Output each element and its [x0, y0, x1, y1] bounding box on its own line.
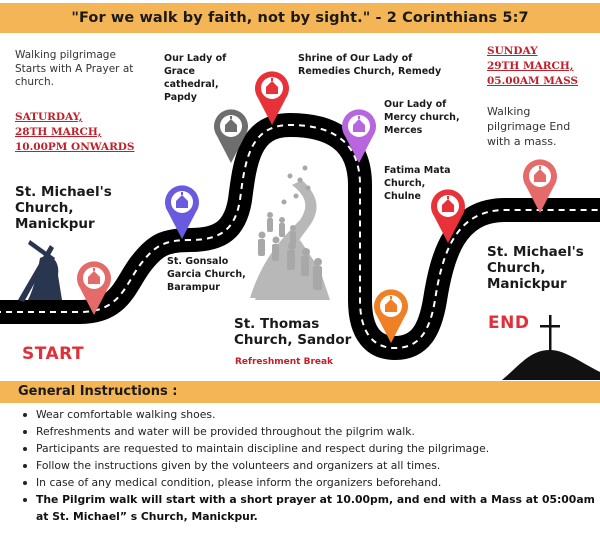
- end-church-label: St. Michael's Church, Manickpur: [487, 244, 584, 292]
- jesus-cross-icon: [18, 240, 62, 302]
- end-date: SUNDAY 29TH MARCH, 05.00AM MASS: [487, 45, 579, 87]
- start-date: SATURDAY, 28TH MARCH, 10.00PM ONWARDS: [15, 111, 135, 153]
- quote-banner: "For we walk by faith, not by sight." - …: [0, 3, 600, 33]
- pin-gonsalo-icon: [165, 185, 199, 239]
- route-map: [0, 71, 600, 380]
- pin-sandor-icon: [374, 289, 408, 343]
- pilgrims-crowd-icon: [250, 165, 330, 300]
- instruction-item: Wear comfortable walking shoes.: [18, 406, 598, 423]
- pin-merces-icon: [342, 109, 376, 163]
- stop-remedy: Shrine of Our Lady of Remedies Church, R…: [298, 53, 442, 77]
- stop-chulne: Fatima Mata Church, Chulne: [384, 165, 451, 202]
- end-label: END: [488, 313, 530, 333]
- stop-gonsalo: St. Gonsalo Garcia Church, Barampur: [167, 256, 246, 293]
- cross-on-hill-icon: [502, 315, 600, 380]
- instruction-item: Participants are requested to maintain d…: [18, 440, 598, 457]
- pin-start-icon: [77, 261, 111, 315]
- instruction-item: The Pilgrim walk will start with a short…: [18, 491, 598, 525]
- pin-papdy-icon: [214, 109, 248, 163]
- instruction-item: Refreshments and water will be provided …: [18, 423, 598, 440]
- instruction-item: Follow the instructions given by the vol…: [18, 457, 598, 474]
- refreshment-break-note: Refreshment Break: [235, 357, 334, 367]
- stop-merces: Our Lady of Mercy church, Merces: [384, 99, 460, 136]
- pin-end-icon: [523, 159, 557, 213]
- start-label: START: [22, 344, 85, 364]
- stop-sandor: St. Thomas Church, Sandor: [234, 316, 352, 348]
- instructions-list: Wear comfortable walking shoes. Refreshm…: [18, 406, 598, 525]
- pin-chulne-icon: [431, 189, 465, 243]
- bible-quote: "For we walk by faith, not by sight." - …: [71, 10, 529, 26]
- end-note: Walking pilgrimage End with a mass.: [487, 105, 571, 148]
- pin-remedy-icon: [255, 71, 289, 125]
- start-note: Walking pilgrimage Starts with A Prayer …: [15, 49, 134, 88]
- instructions-title: General Instructions :: [18, 384, 178, 399]
- instructions-header: General Instructions :: [0, 381, 600, 403]
- road-dashes: [0, 123, 600, 350]
- start-church-label: St. Michael's Church, Manickpur: [15, 184, 112, 232]
- instruction-item: In case of any medical condition, please…: [18, 474, 598, 491]
- stop-papdy: Our Lady of Grace cathedral, Papdy: [164, 53, 227, 103]
